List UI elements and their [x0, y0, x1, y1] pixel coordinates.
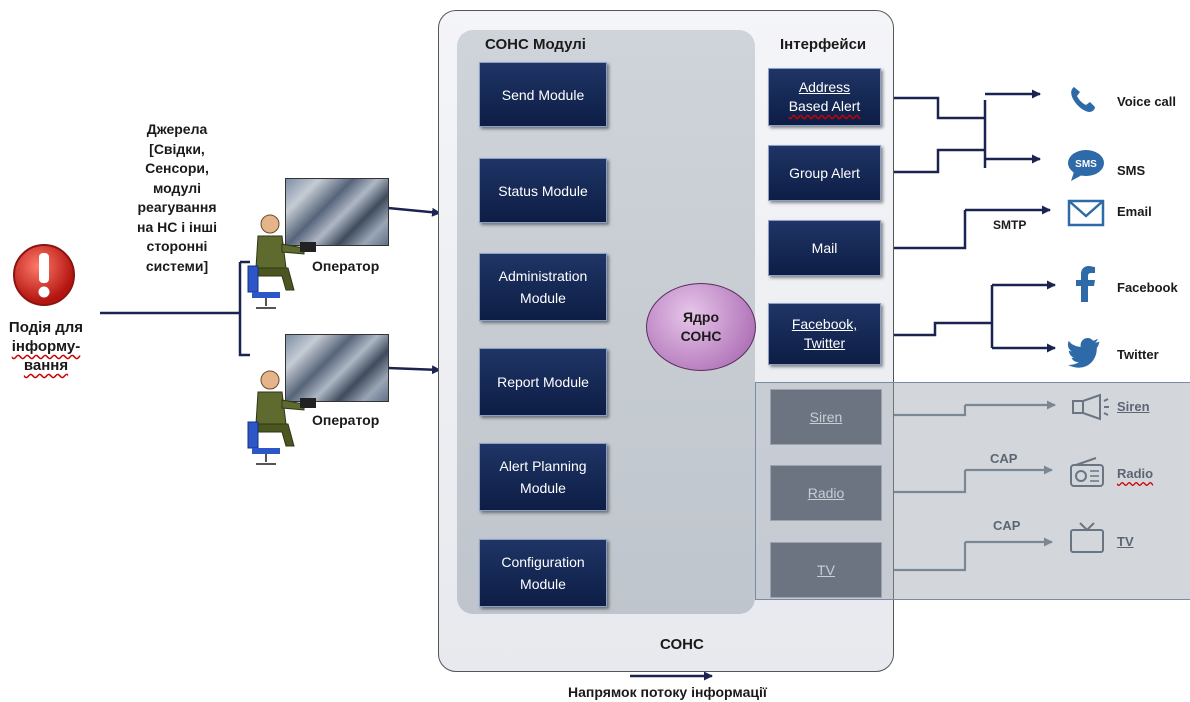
siren-label: Siren [1117, 399, 1150, 414]
alert-planning-module: Alert Planning Module [479, 443, 607, 511]
monitoring-photo-1 [285, 178, 389, 246]
smtp-label: SMTP [993, 218, 1027, 232]
operator1-arrow [387, 206, 441, 217]
warning-exclamation-icon [13, 244, 75, 306]
facebook-icon [1076, 266, 1095, 302]
tv-label: TV [1117, 534, 1134, 549]
interfaces-header: Інтерфейси [780, 36, 867, 53]
group-alert-interface: Group Alert [768, 145, 881, 201]
radio-label: Radio [1117, 466, 1154, 481]
monitoring-photo-2 [285, 334, 389, 402]
report-module: Report Module [479, 348, 607, 416]
twitter-label: Twitter [1117, 347, 1159, 362]
flow-direction-label: Напрямок потоку інформації [568, 684, 767, 700]
configuration-module: Configuration Module [479, 539, 607, 607]
tv-icon [1070, 522, 1104, 553]
operator-label-1: Оператор [312, 258, 380, 274]
radio-icon [1070, 457, 1104, 487]
email-label: Email [1117, 204, 1152, 219]
sms-icon: SMS [1068, 150, 1104, 181]
phone-icon [1071, 87, 1095, 112]
radio-interface: Radio [770, 465, 882, 521]
mail-interface: Mail [768, 220, 881, 276]
tv-interface: TV [770, 542, 882, 598]
sms-icon-text: SMS [1075, 159, 1097, 170]
siren-icon [1072, 393, 1109, 421]
facebook-twitter-interface: Facebook, Twitter [768, 303, 881, 365]
cap-tv-label: CAP [993, 518, 1021, 533]
administration-module: Administration Module [479, 253, 607, 321]
operator2-arrow [387, 365, 441, 375]
siren-interface: Siren [770, 389, 882, 445]
address-based-alert-interface: Address Based Alert [768, 68, 881, 126]
cap-radio-label: CAP [990, 451, 1018, 466]
send-module: Send Module [479, 62, 607, 127]
sms-label: SMS [1117, 163, 1146, 178]
event-label: Подія для інформу- вання [8, 319, 84, 374]
email-icon [1067, 199, 1105, 227]
operator-figure-icon [247, 214, 316, 309]
modules-header: СОНС Модулі [485, 36, 586, 53]
voice-call-label: Voice call [1117, 94, 1177, 109]
sons-title: СОНС [660, 636, 704, 653]
operator-label-2: Оператор [312, 412, 380, 428]
facebook-label: Facebook [1117, 280, 1178, 295]
status-module: Status Module [479, 158, 607, 223]
operator-figure-icon [247, 370, 316, 465]
twitter-icon [1068, 338, 1100, 368]
sources-label: Джерела [Свідки, Сенсори, модулі реагува… [137, 121, 217, 274]
